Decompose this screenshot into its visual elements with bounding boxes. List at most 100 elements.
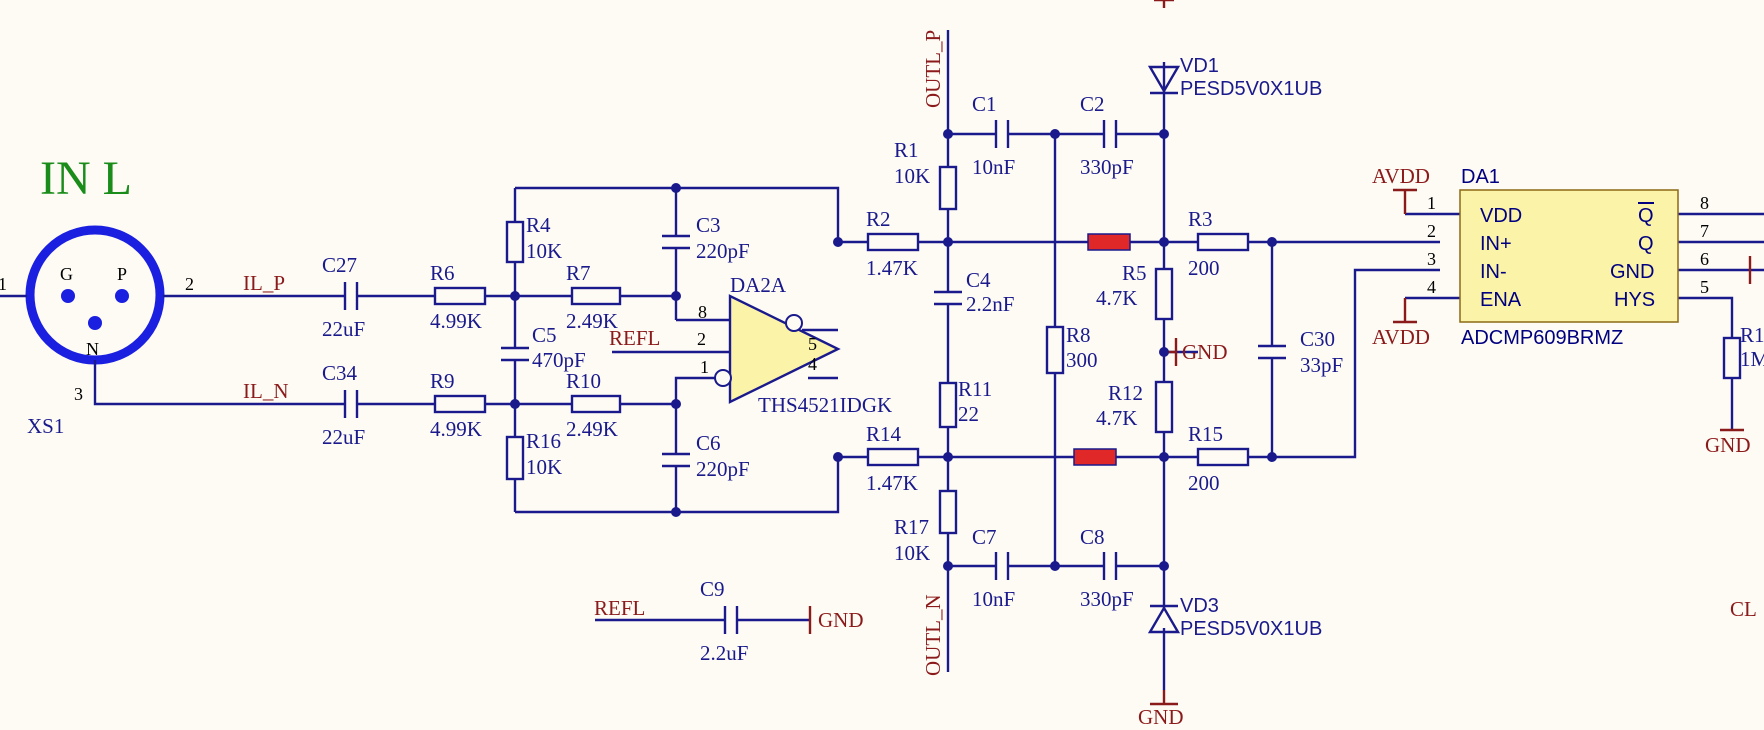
r2-val: 1.47K: [866, 256, 918, 280]
r12-val: 4.7K: [1096, 406, 1137, 430]
c9-val: 2.2uF: [700, 641, 748, 665]
capacitor-plates: [343, 120, 1286, 634]
r-cut-ref: R1: [1740, 323, 1764, 347]
r16-ref: R16: [526, 429, 561, 453]
connector-ref: XS1: [27, 414, 64, 438]
power-symbols: [808, 0, 1752, 706]
opamp-pin-5: 5: [808, 334, 817, 354]
comp-pin-inn: IN-: [1480, 261, 1507, 283]
c30-ref: C30: [1300, 327, 1335, 351]
c8-val: 330pF: [1080, 587, 1134, 611]
junctions: [510, 129, 1277, 571]
c7-ref: C7: [972, 525, 997, 549]
comp-pin-hys: HYS: [1614, 289, 1655, 311]
net-avdd-1: AVDD: [1372, 164, 1430, 188]
c34-ref: C34: [322, 361, 358, 385]
comp-pin-q: Q: [1638, 233, 1654, 255]
vd1-val: PESD5V0X1UB: [1180, 78, 1322, 100]
r9-val: 4.99K: [430, 417, 482, 441]
net-outl-n: OUTL_N: [921, 594, 945, 676]
net-gnd-right: GND: [1705, 433, 1751, 457]
opamp-da2a[interactable]: [714, 294, 841, 404]
r14-val: 1.47K: [866, 471, 918, 495]
net-outl-p: OUTL_P: [921, 30, 945, 108]
c4-val: 2.2nF: [966, 292, 1014, 316]
r4-ref: R4: [526, 213, 551, 237]
r11-ref: R11: [958, 377, 992, 401]
c30-val: 33pF: [1300, 353, 1343, 377]
r1-ref: R1: [894, 138, 919, 162]
r9-ref: R9: [430, 369, 455, 393]
c5-val: 470pF: [532, 348, 586, 372]
net-refl-c9: REFL: [594, 596, 645, 620]
r15-ref: R15: [1188, 422, 1223, 446]
comp-pin-ena: ENA: [1480, 289, 1522, 311]
net-cl: CL: [1730, 597, 1757, 621]
schematic-title: IN L: [40, 152, 132, 205]
comparator-ref: DA1: [1461, 166, 1500, 188]
comp-pin-vdd: VDD: [1480, 205, 1522, 227]
wires: [0, 30, 1764, 690]
r10-val: 2.49K: [566, 417, 618, 441]
net-gnd-c9: GND: [818, 608, 864, 632]
net-il-p: IL_P: [243, 271, 285, 295]
c27-val: 22uF: [322, 317, 365, 341]
c27-ref: C27: [322, 253, 357, 277]
net-gnd-mid: GND: [1182, 340, 1228, 364]
c4-ref: C4: [966, 268, 991, 292]
c9-ref: C9: [700, 577, 725, 601]
r6-ref: R6: [430, 261, 455, 285]
c5-ref: C5: [532, 323, 557, 347]
r7-val: 2.49K: [566, 309, 618, 333]
comp-num-2: 2: [1427, 221, 1436, 241]
comp-num-3: 3: [1427, 249, 1436, 269]
comparator-da1[interactable]: [1459, 189, 1679, 323]
comp-num-5: 5: [1700, 277, 1709, 297]
r5-val: 4.7K: [1096, 286, 1137, 310]
c3-val: 220pF: [696, 239, 750, 263]
diode-vd1: [1147, 65, 1181, 95]
r8-ref: R8: [1066, 323, 1091, 347]
net-avdd-2: AVDD: [1372, 325, 1430, 349]
net-refl: REFL: [609, 326, 660, 350]
comp-num-4: 4: [1427, 277, 1436, 297]
opamp-pin-1: 1: [700, 357, 709, 377]
r1-val: 10K: [894, 164, 930, 188]
vd3-ref: VD3: [1180, 595, 1219, 617]
opamp-pin-2: 2: [697, 329, 706, 349]
c1-ref: C1: [972, 92, 997, 116]
r12-ref: R12: [1108, 381, 1143, 405]
r10-ref: R10: [566, 369, 601, 393]
connector-xs1[interactable]: G P N: [25, 225, 165, 365]
net-gnd-bottom: GND: [1138, 705, 1184, 729]
opamp-ref: DA2A: [730, 273, 787, 297]
r5-ref: R5: [1122, 261, 1147, 285]
pin-p-label: P: [117, 264, 127, 284]
pin-num-2: 2: [185, 274, 194, 294]
c1-val: 10nF: [972, 155, 1015, 179]
c6-val: 220pF: [696, 457, 750, 481]
c3-ref: C3: [696, 213, 721, 237]
diode-vd3: [1147, 604, 1181, 634]
c8-ref: C8: [1080, 525, 1105, 549]
pin-n-label: N: [86, 339, 99, 359]
comp-pin-gnd: GND: [1610, 261, 1654, 283]
r3-val: 200: [1188, 256, 1220, 280]
comp-num-6: 6: [1700, 249, 1709, 269]
comp-num-8: 8: [1700, 193, 1709, 213]
vd1-ref: VD1: [1180, 55, 1219, 77]
resistor-bodies: [433, 165, 1742, 535]
net-il-n: IL_N: [243, 379, 289, 403]
comp-num-1: 1: [1427, 193, 1436, 213]
r14-ref: R14: [866, 422, 902, 446]
vd3-val: PESD5V0X1UB: [1180, 618, 1322, 640]
r4-val: 10K: [526, 239, 562, 263]
c7-val: 10nF: [972, 587, 1015, 611]
pin-g-label: G: [60, 264, 73, 284]
r8-val: 300: [1066, 348, 1098, 372]
pin-num-3: 3: [74, 384, 83, 404]
r17-ref: R17: [894, 515, 929, 539]
c6-ref: C6: [696, 431, 721, 455]
pin-num-1: 1: [0, 274, 7, 294]
